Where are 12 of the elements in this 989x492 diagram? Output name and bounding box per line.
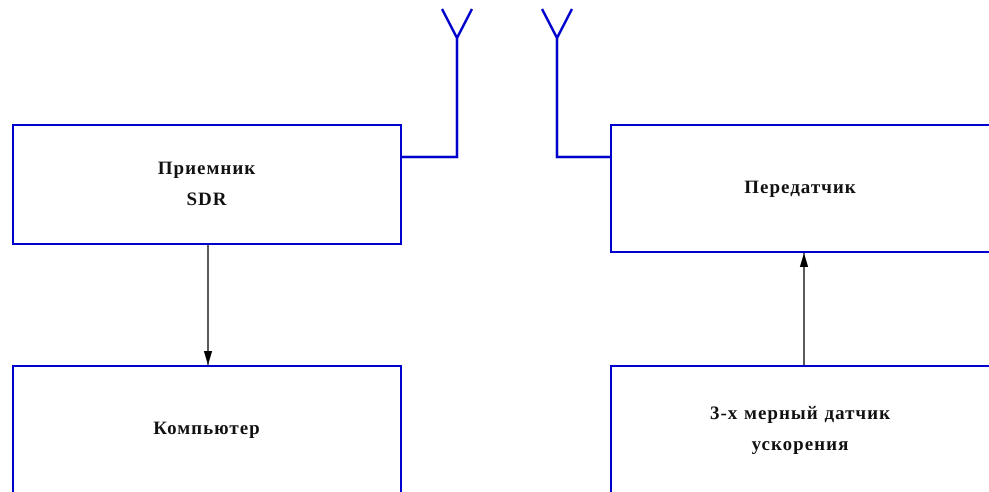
block-box bbox=[12, 365, 402, 492]
arrow bbox=[800, 253, 808, 365]
block-label: Передатчик bbox=[744, 176, 857, 200]
connector-line bbox=[402, 44, 458, 158]
arrow bbox=[204, 245, 212, 365]
block-box bbox=[12, 124, 402, 245]
connector-line bbox=[556, 44, 610, 158]
block-box bbox=[610, 365, 989, 492]
block-label: 3-х мерный датчик ускорения bbox=[708, 402, 892, 456]
block-box bbox=[610, 124, 989, 253]
block-label: Приемник SDR bbox=[156, 157, 258, 212]
block-label: Компьютер bbox=[153, 417, 261, 442]
